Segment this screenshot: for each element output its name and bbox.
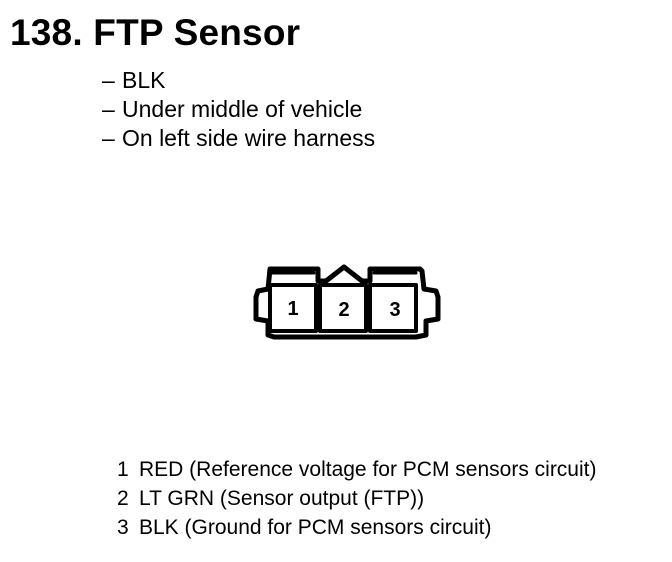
pinout-item: 2 LT GRN (Sensor output (FTP)): [117, 484, 596, 513]
info-text: On left side wire harness: [122, 125, 376, 151]
pin-number: 1: [117, 458, 129, 481]
pin-cavity-2: [318, 283, 368, 333]
info-item: –BLK: [102, 66, 375, 95]
info-item: –Under middle of vehicle: [102, 95, 375, 124]
pinout-item: 3 BLK (Ground for PCM sensors circuit): [117, 513, 596, 542]
connector-diagram: 1 2 3: [253, 264, 441, 340]
info-text: Under middle of vehicle: [122, 96, 363, 122]
connector-info-list: –BLK –Under middle of vehicle –On left s…: [102, 66, 375, 153]
pin-number-3: 3: [389, 299, 400, 321]
connector-housing: [253, 264, 441, 340]
pinout-item: 1 RED (Reference voltage for PCM sensors …: [117, 455, 596, 484]
pin-cavity-3: [368, 283, 418, 333]
pin-description: LT GRN (Sensor output (FTP)): [139, 487, 425, 510]
pinout-list: 1 RED (Reference voltage for PCM sensors …: [117, 455, 596, 542]
page-title: 138. FTP Sensor: [10, 12, 301, 53]
pin-description: BLK (Ground for PCM sensors circuit): [139, 516, 492, 539]
pin-number-1: 1: [287, 298, 298, 320]
pin-cavity-1: [268, 283, 318, 333]
pin-number: 2: [117, 487, 129, 510]
pin-description: RED (Reference voltage for PCM sensors c…: [139, 458, 597, 481]
info-text: BLK: [122, 67, 166, 93]
dash-glyph: –: [102, 96, 115, 122]
pin-number: 3: [117, 516, 129, 539]
pin-number-2: 2: [338, 299, 349, 321]
dash-glyph: –: [102, 67, 115, 93]
info-item: –On left side wire harness: [102, 124, 375, 153]
dash-glyph: –: [102, 125, 115, 151]
